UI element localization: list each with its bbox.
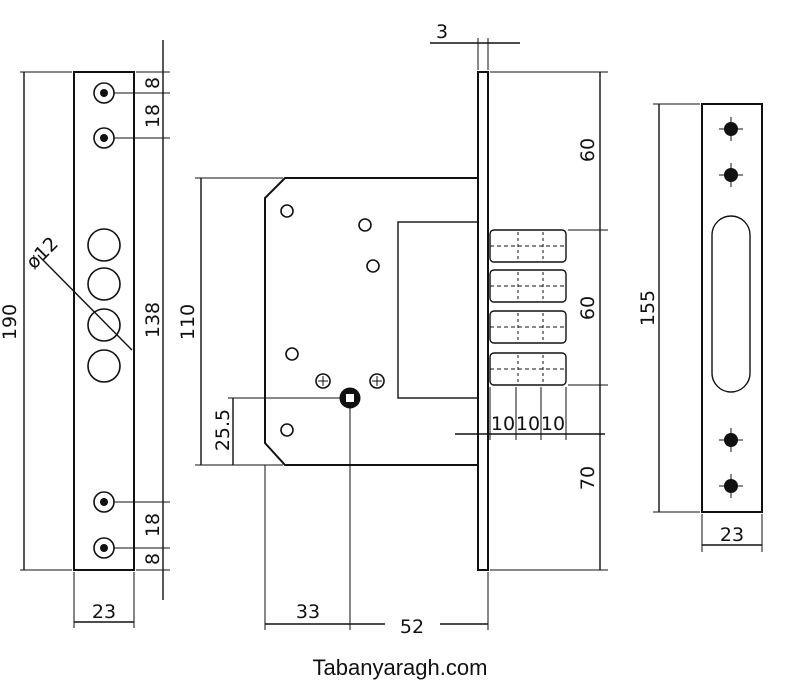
dim-bottom-offset: 8	[142, 553, 164, 565]
dim-screw-spacing-bottom: 18	[142, 513, 164, 537]
dim-top-offset: 8	[142, 77, 164, 89]
strike-screw-4	[719, 474, 743, 498]
lock-case-outline	[264, 177, 479, 466]
dim-case-depth: 52	[400, 616, 424, 638]
strike-plate-view: 155 23	[637, 103, 763, 552]
dim-bolt-diameter: ø12	[22, 233, 63, 274]
strike-screw-2	[719, 163, 743, 187]
faceplate-screw-top-2	[93, 127, 115, 149]
dim-strike-height: 155	[637, 290, 659, 326]
faceplate-front-view: 190 ø12 8 18 138 18 8 23	[0, 40, 170, 628]
bolt-hole-3	[87, 308, 121, 342]
bolt-hole-4	[87, 349, 121, 383]
cylinder-screw-left	[315, 373, 331, 389]
strike-bolt-slot	[711, 215, 751, 393]
dim-top-to-bolts: 60	[577, 138, 599, 162]
front-plate	[477, 71, 489, 571]
faceplate-outline	[73, 71, 135, 571]
strike-screw-3	[719, 428, 743, 452]
case-hole-3	[366, 259, 380, 273]
lock-body-side-view: 3 110 25.5 33 52 60 60 70 10	[177, 21, 608, 638]
case-hole-1	[280, 204, 294, 218]
dim-spindle-offset: 25.5	[212, 409, 234, 451]
strike-screw-1	[719, 117, 743, 141]
case-hole-5	[280, 423, 294, 437]
bolt-2	[489, 269, 567, 303]
dim-case-height: 110	[177, 304, 199, 340]
dim-faceplate-height: 190	[0, 304, 21, 340]
case-hole-4	[285, 347, 299, 361]
faceplate-screw-bottom-1	[93, 491, 115, 513]
spindle-hole	[339, 387, 361, 409]
bolt-hole-1	[87, 228, 121, 262]
bolt-1	[489, 229, 567, 263]
bolt-hole-2	[87, 267, 121, 301]
faceplate-screw-bottom-2	[93, 537, 115, 559]
faceplate-screw-top-1	[93, 82, 115, 104]
bolt-carrier	[397, 221, 479, 399]
dim-bolt-span: 138	[142, 302, 164, 338]
dim-bottom-to-bolts: 70	[577, 466, 599, 490]
dim-bolt-throw-1: 10	[491, 413, 515, 435]
dim-faceplate-width: 23	[92, 601, 116, 623]
bolt-4	[489, 352, 567, 386]
case-hole-2	[358, 218, 372, 232]
dim-screw-spacing-top: 18	[142, 104, 164, 128]
dim-strike-width: 23	[720, 524, 744, 546]
site-caption: Tabanyaragh.com	[312, 655, 488, 680]
diameter-leader	[37, 254, 133, 351]
dim-plate-thickness: 3	[436, 21, 448, 43]
cylinder-screw-right	[369, 373, 385, 389]
strike-plate-outline	[701, 103, 763, 513]
dim-bolt-throw-2: 10	[516, 413, 540, 435]
dim-backset: 33	[296, 601, 320, 623]
dim-bolt-throw-3: 10	[541, 413, 565, 435]
bolt-3	[489, 310, 567, 344]
dim-bolt-group: 60	[577, 296, 599, 320]
